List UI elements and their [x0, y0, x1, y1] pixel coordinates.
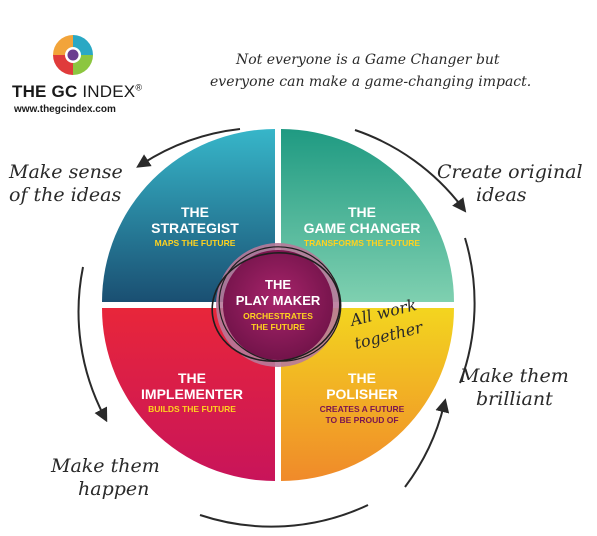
play-maker-title-1: THE	[265, 277, 291, 292]
play-maker-circle	[223, 250, 333, 360]
brand-url: www.thegcindex.com	[14, 104, 116, 115]
hand-drawn-ring	[211, 251, 341, 363]
brand-name-bold: THE GC	[12, 82, 78, 101]
strategist-title-1: THE	[181, 204, 209, 220]
implementer-title-2: IMPLEMENTER	[141, 386, 243, 402]
annotation-top-left-2: of the ideas	[9, 184, 121, 206]
hand-drawn-ring-2	[218, 246, 342, 362]
polisher-title-2: POLISHER	[326, 386, 398, 402]
arrow-bottom-right	[404, 398, 450, 488]
game-changer-subtitle: TRANSFORMS THE FUTURE	[304, 238, 420, 248]
polisher-subtitle-1: CREATES A FUTURE	[320, 404, 405, 414]
game-changer-title-1: THE	[348, 204, 376, 220]
strategist-title-2: STRATEGIST	[151, 220, 239, 236]
game-changer-title-2: GAME CHANGER	[304, 220, 421, 236]
annotation-bottom-left-1: Make them	[50, 455, 160, 477]
registered-mark: ®	[135, 82, 143, 93]
quadrant-polisher	[281, 308, 454, 481]
implementer-title-1: THE	[178, 370, 206, 386]
annotation-bottom-left-2: happen	[78, 478, 149, 500]
arrow-bottom-connector	[199, 504, 369, 528]
arrow-top-left	[136, 128, 241, 168]
arrow-left	[77, 266, 108, 423]
strategist-subtitle: MAPS THE FUTURE	[155, 238, 236, 248]
arrow-right-connector	[459, 237, 476, 384]
gc-logo-icon	[53, 35, 93, 75]
annotation-bottom-right-2: brilliant	[476, 388, 553, 410]
quadrant-implementer	[102, 308, 275, 481]
annotation-top-left-1: Make sense	[8, 161, 123, 183]
play-maker-title-2: PLAY MAKER	[236, 293, 321, 308]
brand-name-rest: INDEX	[77, 82, 136, 101]
quadrant-game-changer	[281, 129, 454, 302]
play-maker-subtitle-1: ORCHESTRATES	[243, 311, 313, 321]
implementer-subtitle: BUILDS THE FUTURE	[148, 404, 236, 414]
brand-name: THE GC INDEX®	[12, 82, 142, 102]
annotation-top-right-1: Create original	[437, 161, 583, 183]
arrow-top-right	[354, 129, 467, 213]
tagline-line-2: everyone can make a game-changing impact…	[210, 74, 531, 90]
polisher-subtitle-2: TO BE PROUD OF	[325, 415, 398, 425]
annotation-top-right-2: ideas	[476, 184, 527, 206]
quadrant-strategist	[102, 129, 275, 302]
polisher-title-1: THE	[348, 370, 376, 386]
tagline-line-1: Not everyone is a Game Changer but	[235, 52, 500, 68]
play-maker-subtitle-2: THE FUTURE	[251, 322, 305, 332]
annotation-bottom-right-1: Make them	[459, 365, 569, 387]
